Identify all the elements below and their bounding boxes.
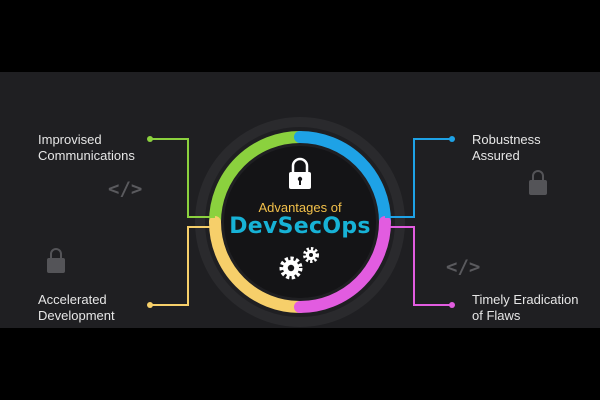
gears-icon: [279, 247, 319, 280]
arc-top-left: [209, 131, 306, 228]
label-timely-eradication: Timely Eradication of Flaws: [472, 292, 579, 323]
connector-dot-timely: [449, 302, 455, 308]
connector-dot-accelerated: [147, 302, 153, 308]
outer-ring: [195, 117, 405, 327]
connector-dot-improvised: [147, 136, 153, 142]
connector-accelerated: [150, 226, 215, 306]
connector-timely: [385, 226, 452, 306]
arc-top-right: [294, 131, 391, 228]
label-robustness-assured: Robustness Assured: [472, 132, 541, 163]
code-icon-right: </>: [446, 256, 481, 278]
arc-bottom-left: [209, 216, 306, 313]
center-title: Advantages of: [258, 200, 342, 215]
connector-improvised: [150, 138, 215, 218]
lock-icon-faint-right: [529, 170, 547, 195]
label-improvised-communications: Improvised Communications: [38, 132, 135, 163]
label-accelerated-development: Accelerated Development: [38, 292, 115, 323]
lock-icon-faint-left: [47, 248, 65, 273]
code-icon-left: </>: [108, 178, 143, 200]
inner-disc: [224, 146, 376, 298]
lock-icon: [289, 157, 311, 189]
arc-bottom-right: [294, 216, 391, 313]
connector-dot-robustness: [449, 136, 455, 142]
connector-robustness: [385, 138, 452, 218]
center-main-title: DevSecOps: [229, 214, 371, 239]
